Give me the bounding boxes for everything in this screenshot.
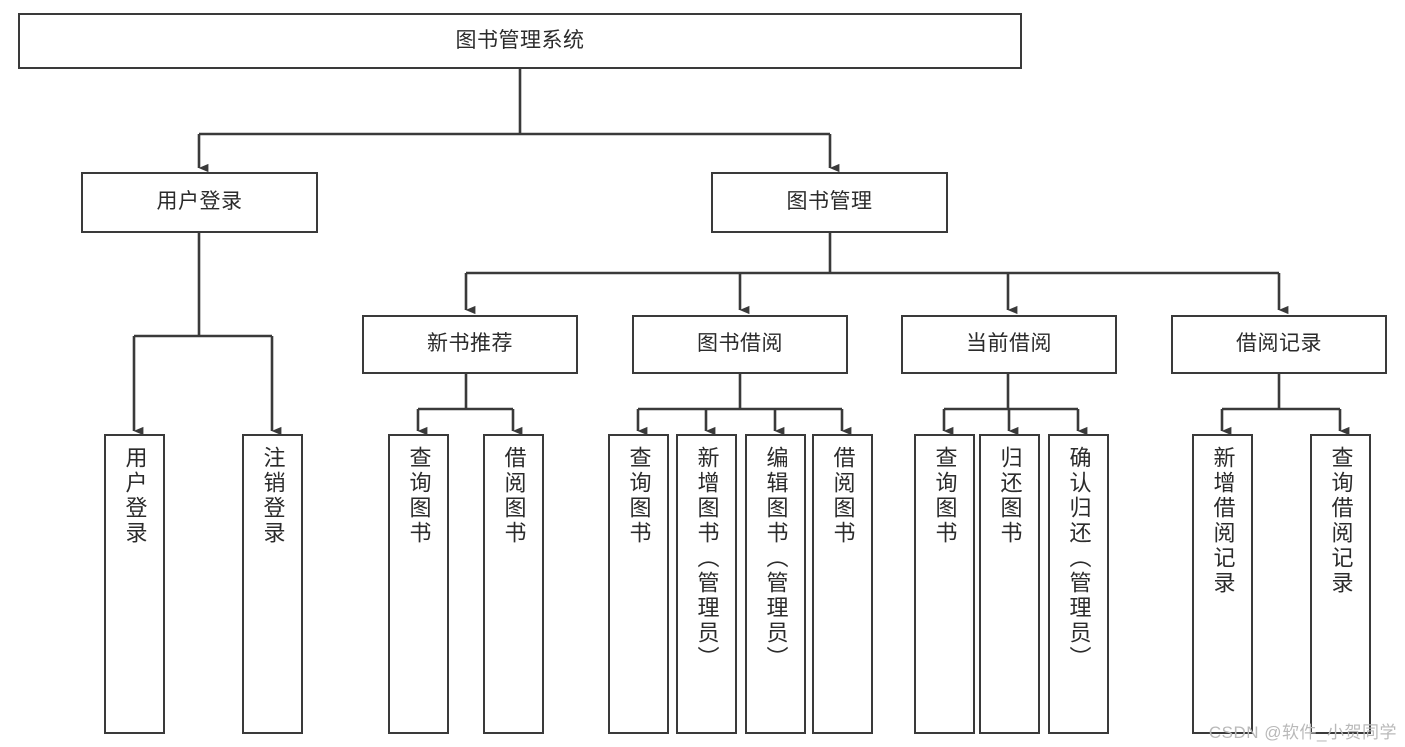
node-user-login-label: 用户登录 bbox=[156, 190, 243, 214]
node-leaf-user-login-label: 用户登录 bbox=[122, 446, 148, 546]
node-leaf-return-book-label: 归还图书 bbox=[997, 446, 1023, 546]
node-leaf-borrow-book-1[interactable]: 借阅图书 bbox=[483, 434, 544, 734]
node-current-borrow-label: 当前借阅 bbox=[966, 332, 1052, 356]
node-leaf-query-book-3[interactable]: 查询图书 bbox=[914, 434, 975, 734]
node-user-login[interactable]: 用户登录 bbox=[81, 172, 318, 233]
node-leaf-borrow-book-2-label: 借阅图书 bbox=[830, 446, 856, 546]
node-borrow-record[interactable]: 借阅记录 bbox=[1171, 315, 1387, 374]
node-leaf-borrow-book-1-label: 借阅图书 bbox=[501, 446, 527, 546]
node-leaf-user-login[interactable]: 用户登录 bbox=[104, 434, 165, 734]
node-leaf-add-book-label: 新增图书（管理员） bbox=[694, 446, 720, 671]
node-leaf-add-record[interactable]: 新增借阅记录 bbox=[1192, 434, 1253, 734]
node-leaf-query-record[interactable]: 查询借阅记录 bbox=[1310, 434, 1371, 734]
node-leaf-add-book[interactable]: 新增图书（管理员） bbox=[676, 434, 737, 734]
node-leaf-add-record-label: 新增借阅记录 bbox=[1210, 446, 1236, 596]
node-new-book-recommend-label: 新书推荐 bbox=[427, 332, 513, 356]
node-book-management-label: 图书管理 bbox=[786, 190, 873, 214]
node-leaf-query-record-label: 查询借阅记录 bbox=[1328, 446, 1354, 596]
node-leaf-edit-book-label: 编辑图书（管理员） bbox=[763, 446, 789, 671]
node-root[interactable]: 图书管理系统 bbox=[18, 13, 1022, 69]
node-leaf-query-book-1-label: 查询图书 bbox=[406, 446, 432, 546]
node-book-management[interactable]: 图书管理 bbox=[711, 172, 948, 233]
node-leaf-query-book-1[interactable]: 查询图书 bbox=[388, 434, 449, 734]
node-leaf-confirm-return[interactable]: 确认归还（管理员） bbox=[1048, 434, 1109, 734]
node-leaf-query-book-3-label: 查询图书 bbox=[932, 446, 958, 546]
node-book-borrow[interactable]: 图书借阅 bbox=[632, 315, 848, 374]
node-new-book-recommend[interactable]: 新书推荐 bbox=[362, 315, 578, 374]
node-leaf-confirm-return-label: 确认归还（管理员） bbox=[1066, 446, 1092, 671]
node-borrow-record-label: 借阅记录 bbox=[1236, 332, 1322, 356]
node-leaf-edit-book[interactable]: 编辑图书（管理员） bbox=[745, 434, 806, 734]
watermark: CSDN @软件_小贺同学 bbox=[1208, 723, 1397, 742]
node-leaf-query-book-2[interactable]: 查询图书 bbox=[608, 434, 669, 734]
node-leaf-query-book-2-label: 查询图书 bbox=[626, 446, 652, 546]
node-root-label: 图书管理系统 bbox=[455, 28, 585, 52]
node-book-borrow-label: 图书借阅 bbox=[697, 332, 783, 356]
node-leaf-logout-login[interactable]: 注销登录 bbox=[242, 434, 303, 734]
node-leaf-logout-login-label: 注销登录 bbox=[260, 446, 286, 546]
node-leaf-borrow-book-2[interactable]: 借阅图书 bbox=[812, 434, 873, 734]
node-current-borrow[interactable]: 当前借阅 bbox=[901, 315, 1117, 374]
node-leaf-return-book[interactable]: 归还图书 bbox=[979, 434, 1040, 734]
